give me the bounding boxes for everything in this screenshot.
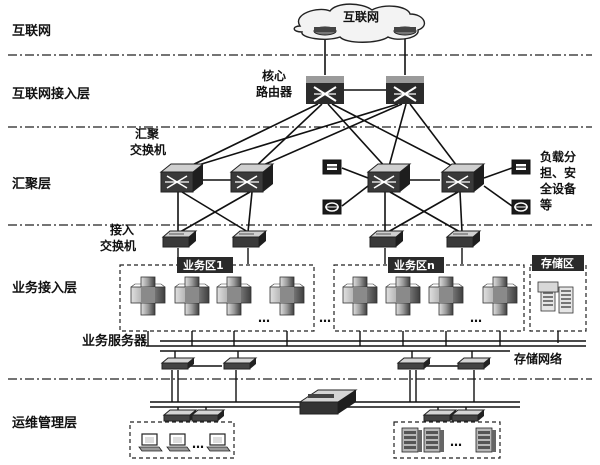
ops-server-group [393, 421, 501, 459]
business-zone-1-label: 业务区1 [183, 258, 224, 272]
layer-label-business-access: 业务接入层 [12, 280, 77, 296]
load-balancer-device-1 [322, 159, 342, 175]
management-switch-stack [298, 389, 358, 415]
zone1-ellipsis: … [258, 311, 270, 325]
aggregation-switch-1 [160, 163, 204, 193]
core-aggregation-links [177, 35, 513, 233]
workstation-ellipsis: … [192, 437, 204, 451]
workstation [206, 433, 231, 452]
server-cluster [428, 276, 464, 316]
layer-label-ops-management: 运维管理层 [12, 415, 77, 431]
workstation [166, 433, 191, 452]
server-cluster [216, 276, 252, 316]
server-hub-switch-4 [457, 357, 491, 370]
access-switch-4 [446, 230, 481, 248]
aggregation-switch-2 [230, 163, 274, 193]
server-cluster [269, 276, 305, 316]
core-router-1 [305, 75, 345, 105]
server-hub-switch-3 [397, 357, 431, 370]
aggregation-switch-4 [441, 163, 485, 193]
security-label-line1: 负载分 [540, 149, 576, 164]
core-router-label-line2: 路由器 [256, 84, 293, 99]
security-device-2 [511, 199, 531, 215]
business-zone-1 [119, 264, 315, 332]
access-switch-3 [369, 230, 404, 248]
server-cluster [342, 276, 378, 316]
server-hub-switch-2 [223, 357, 257, 370]
mgmt-switch-4 [451, 409, 485, 422]
mgmt-switch-2 [191, 409, 225, 422]
layer-label-internet: 互联网 [12, 24, 51, 39]
load-balancer-device-2 [511, 159, 531, 175]
access-switch-label-line1: 接入 [110, 222, 134, 237]
server-cluster [174, 276, 210, 316]
zone-gap-ellipsis: … [319, 311, 331, 325]
security-device-1 [322, 199, 342, 215]
business-zone-n-label: 业务区n [394, 258, 435, 272]
layer-label-internet-access: 互联网接入层 [12, 86, 90, 102]
storage-device [558, 286, 574, 314]
business-zone-n-tag [388, 257, 444, 273]
security-label-line2: 担、安 [540, 165, 576, 180]
server-network-lines [146, 331, 586, 416]
workstation-group [129, 421, 235, 459]
storage-device-top [537, 281, 559, 293]
cloud-router-right [393, 26, 417, 36]
core-router-label-line1: 核心 [262, 68, 286, 83]
server-hub-switch-1 [161, 357, 195, 370]
aggregation-switch-label-line1: 汇聚 [135, 127, 160, 141]
layer-separators [8, 54, 592, 380]
workstation [138, 433, 163, 452]
access-switch-1 [162, 230, 197, 248]
rack-server [401, 427, 423, 453]
core-router-2 [385, 75, 425, 105]
server-cluster [130, 276, 166, 316]
access-switch-label-line2: 交换机 [100, 238, 136, 253]
rack-server [475, 427, 497, 453]
layer-label-aggregation: 汇聚层 [12, 177, 51, 192]
rack-server [423, 427, 445, 453]
business-zone-1-tag [177, 257, 233, 273]
storage-zone-tag [532, 255, 584, 271]
security-label-line3: 全设备 [539, 181, 577, 196]
access-switch-2 [232, 230, 267, 248]
storage-network-label: 存储网络 [513, 351, 562, 366]
server-cluster [385, 276, 421, 316]
business-servers-label: 业务服务器 [82, 333, 148, 349]
server-cluster [482, 276, 518, 316]
aggregation-switch-3 [367, 163, 411, 193]
storage-zone [529, 264, 587, 332]
aggregation-switch-label-line2: 交换机 [130, 142, 166, 157]
security-label-line4: 等 [539, 197, 552, 212]
cloud-label: 互联网 [343, 10, 379, 24]
cloud-router-left [313, 26, 337, 36]
ops-server-ellipsis: … [450, 435, 462, 449]
zone-n-ellipsis: … [470, 311, 482, 325]
storage-zone-label: 存储区 [541, 256, 574, 270]
